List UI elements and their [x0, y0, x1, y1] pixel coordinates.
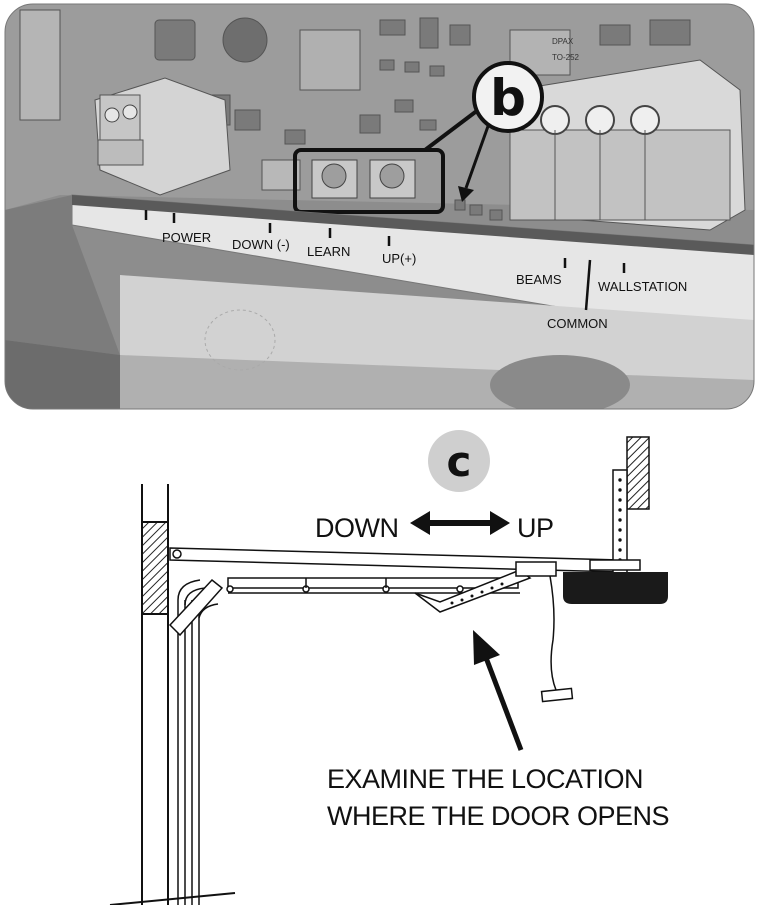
- chip-text-2: TO-252: [552, 53, 580, 62]
- pointer-line-buttons: [423, 108, 480, 152]
- pcb-components: [19, 9, 691, 221]
- instruction-line-1: EXAMINE THE LOCATION: [327, 764, 643, 794]
- door-top-section: [168, 578, 224, 637]
- pointer-arrow-head-icon: [473, 630, 500, 665]
- double-arrow-icon: [410, 511, 510, 535]
- circuit-board-photo: DPAX TO-252: [5, 4, 754, 409]
- housing-left: [5, 195, 120, 355]
- opener-motor-unit: [563, 559, 668, 604]
- badge-b: [472, 61, 544, 133]
- trolley: [515, 561, 557, 577]
- release-handle: [540, 687, 574, 703]
- label-ticks: [144, 210, 626, 311]
- instruction-line-2: WHERE THE DOOR OPENS: [327, 801, 669, 831]
- buttons-highlight-box: [293, 148, 445, 214]
- chip-text-1: DPAX: [552, 37, 574, 46]
- ceiling-bracket: [612, 436, 650, 576]
- housing-cutout: [490, 355, 630, 409]
- release-cord: [549, 575, 557, 691]
- label-wallstation: WALLSTATION: [598, 279, 687, 294]
- label-beams: BEAMS: [516, 272, 562, 287]
- badge-b-letter: b: [490, 69, 526, 127]
- label-up: UP(+): [382, 251, 416, 266]
- right-terminal-block: [509, 59, 746, 231]
- label-learn: LEARN: [307, 244, 350, 259]
- badge-c-letter: c: [447, 437, 472, 486]
- photo-frame: [4, 3, 755, 410]
- label-direction-up: UP: [517, 513, 554, 543]
- pointer-arrow-shaft: [482, 654, 524, 751]
- pointer-line-led: [464, 114, 494, 189]
- label-common: COMMON: [547, 316, 608, 331]
- left-terminal-block: [94, 77, 231, 196]
- garage-wall: [109, 484, 236, 905]
- label-strip-edge: [72, 195, 754, 255]
- housing-circle-mark: [204, 309, 276, 371]
- housing-bottom-left: [5, 340, 120, 409]
- door-track: [177, 579, 219, 905]
- label-down: DOWN (-): [232, 237, 290, 252]
- door-arm-holes: [450, 582, 504, 605]
- pointer-arrowhead: [458, 186, 474, 202]
- door-arm: [414, 569, 532, 613]
- label-direction-down: DOWN: [315, 513, 398, 543]
- label-power: POWER: [162, 230, 211, 245]
- badge-c: [428, 430, 490, 492]
